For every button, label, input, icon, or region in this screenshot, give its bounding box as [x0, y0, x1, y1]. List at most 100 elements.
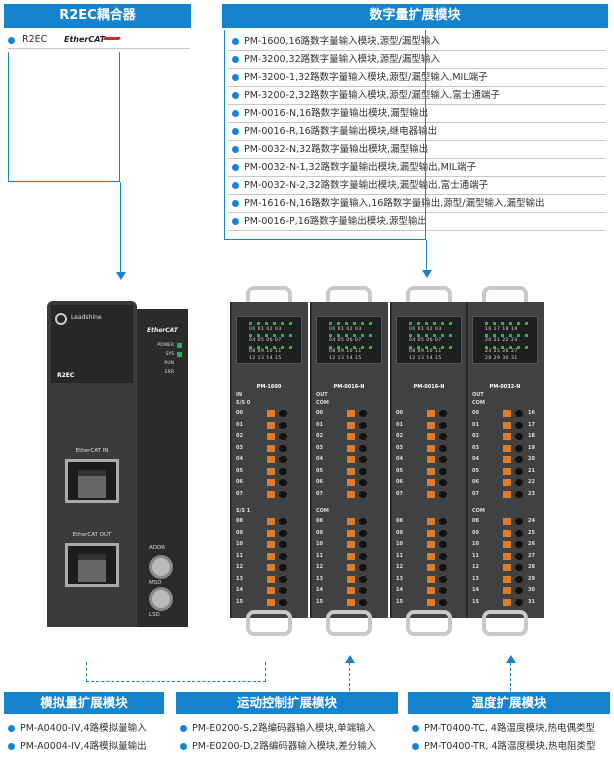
terminal[interactable]: [427, 444, 455, 452]
leadshine-logo-icon: [55, 313, 67, 325]
terminal[interactable]: [267, 587, 295, 594]
terminal-lever-icon: [427, 410, 435, 417]
terminal[interactable]: [427, 490, 455, 498]
terminal[interactable]: [267, 433, 295, 440]
terminal[interactable]: [503, 490, 531, 498]
terminal[interactable]: [503, 479, 531, 486]
terminal[interactable]: [503, 421, 531, 429]
terminal[interactable]: [503, 575, 531, 583]
terminal[interactable]: [267, 444, 295, 452]
terminal[interactable]: [267, 575, 295, 583]
terminal[interactable]: [347, 564, 375, 571]
terminal[interactable]: [503, 541, 531, 548]
terminal[interactable]: [427, 564, 455, 571]
ethercat-logo: EtherCAT: [64, 35, 106, 44]
terminal[interactable]: [503, 598, 531, 606]
terminal[interactable]: [267, 598, 295, 606]
led-numbers: 08 09 10 11: [409, 349, 442, 354]
terminal[interactable]: [267, 552, 295, 560]
list-item: PM-3200-2,32路数字量输入模块,源型/漏型输入,富士通端子: [228, 87, 606, 105]
terminal-number: 13: [236, 575, 243, 582]
motion-module-list: PM-E0200-S,2路编码器输入模块,单端输入 PM-E0200-D,2路编…: [176, 720, 400, 756]
terminal-hole-icon: [359, 575, 367, 583]
arrow-up-icon: [345, 655, 355, 663]
terminal[interactable]: [427, 598, 455, 606]
terminal[interactable]: [347, 529, 375, 537]
terminal[interactable]: [503, 444, 531, 452]
terminal[interactable]: [267, 529, 295, 537]
terminal[interactable]: [347, 421, 375, 429]
analog-module-list: PM-A0400-IV,4路模拟量输入 PM-A0004-IV,4路模拟量输出: [4, 720, 166, 756]
terminal[interactable]: [427, 410, 455, 417]
terminal-number: 04: [396, 456, 403, 462]
terminal[interactable]: [503, 518, 531, 525]
terminal[interactable]: [267, 479, 295, 486]
terminal-lever-icon: [267, 444, 275, 452]
terminal-hole-icon: [279, 444, 287, 452]
terminal[interactable]: [267, 518, 295, 525]
terminal[interactable]: [427, 421, 455, 429]
terminal[interactable]: [347, 433, 375, 440]
terminal[interactable]: [347, 598, 375, 606]
terminal[interactable]: [503, 456, 531, 463]
lsd-dial-icon[interactable]: [149, 587, 173, 611]
terminal-lever-icon: [503, 529, 511, 537]
terminal[interactable]: [347, 518, 375, 525]
terminal[interactable]: [347, 587, 375, 594]
terminal-number: 16: [528, 410, 535, 416]
terminal[interactable]: [347, 410, 375, 417]
ethercat-in-port[interactable]: [65, 459, 119, 503]
terminal[interactable]: [427, 541, 455, 548]
terminal[interactable]: [267, 421, 295, 429]
msd-label: MSD: [149, 580, 162, 586]
terminal[interactable]: [347, 490, 375, 498]
led-numbers: 12 13 14 15: [329, 356, 362, 361]
terminal[interactable]: [267, 490, 295, 498]
terminal-hole-icon: [515, 518, 523, 525]
terminal[interactable]: [427, 587, 455, 594]
terminal-number: 06: [316, 479, 323, 485]
terminal-lever-icon: [347, 421, 355, 429]
terminal[interactable]: [503, 552, 531, 560]
terminal[interactable]: [503, 467, 531, 475]
terminal[interactable]: [427, 575, 455, 583]
terminal[interactable]: [267, 456, 295, 463]
terminal-lever-icon: [347, 575, 355, 583]
terminal[interactable]: [427, 479, 455, 486]
terminal[interactable]: [503, 529, 531, 537]
terminal[interactable]: [503, 410, 531, 417]
led-row-icon: [409, 322, 455, 325]
terminal[interactable]: [347, 479, 375, 486]
terminal-hole-icon: [279, 564, 287, 571]
terminal-hole-icon: [279, 490, 287, 498]
terminal[interactable]: [427, 467, 455, 475]
coupler-lead-line: [8, 52, 120, 182]
terminal-number: 15: [316, 598, 323, 605]
terminal-number: 01: [472, 421, 479, 428]
terminal-lever-icon: [347, 410, 355, 417]
terminal-number: 10: [472, 541, 479, 547]
terminal[interactable]: [427, 518, 455, 525]
terminal[interactable]: [427, 529, 455, 537]
terminal[interactable]: [503, 433, 531, 440]
terminal[interactable]: [267, 564, 295, 571]
terminal[interactable]: [347, 444, 375, 452]
terminal[interactable]: [347, 456, 375, 463]
terminal-hole-icon: [279, 541, 287, 548]
terminal[interactable]: [267, 410, 295, 417]
terminal[interactable]: [427, 433, 455, 440]
ethercat-out-port[interactable]: [65, 543, 119, 587]
terminal[interactable]: [347, 552, 375, 560]
terminal[interactable]: [503, 564, 531, 571]
terminal[interactable]: [347, 575, 375, 583]
terminal[interactable]: [427, 456, 455, 463]
terminal[interactable]: [347, 541, 375, 548]
terminal[interactable]: [267, 467, 295, 475]
msd-dial-icon[interactable]: [149, 555, 173, 579]
terminal[interactable]: [267, 541, 295, 548]
terminal[interactable]: [503, 587, 531, 594]
list-item: PM-A0004-IV,4路模拟量输出: [4, 738, 166, 756]
terminal[interactable]: [427, 552, 455, 560]
terminal[interactable]: [347, 467, 375, 475]
